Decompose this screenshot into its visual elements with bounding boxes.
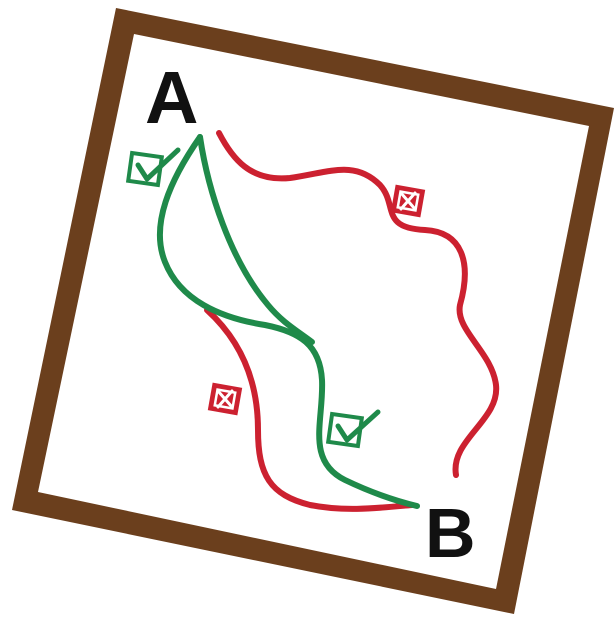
point-b-label: B — [425, 494, 476, 572]
x-box-icon — [391, 185, 425, 218]
x-box-icon — [208, 383, 242, 416]
point-a-label: A — [145, 56, 198, 139]
frame — [12, 8, 614, 614]
